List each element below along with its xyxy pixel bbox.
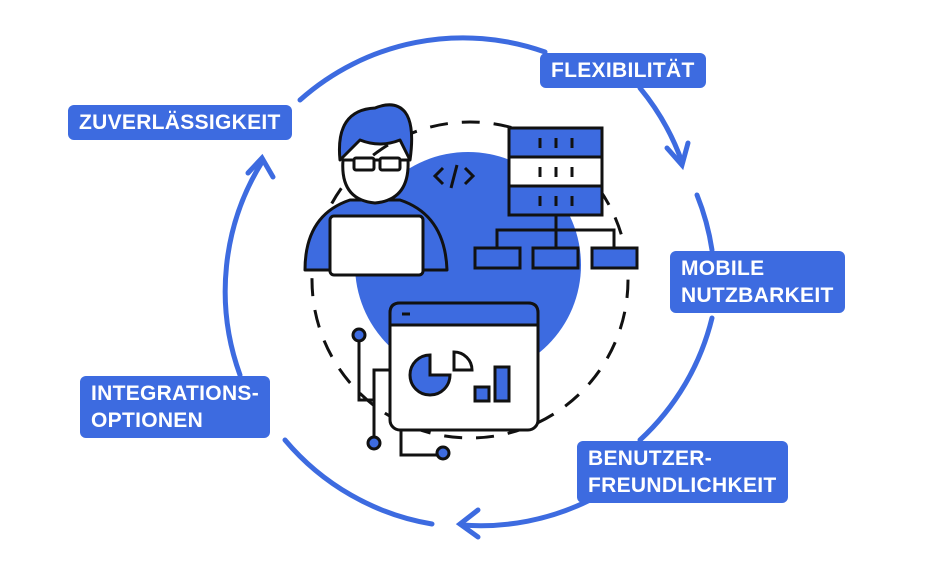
arc-left: [222, 159, 265, 378]
arc-top-right: [637, 85, 685, 165]
label-line: NUTZBARKEIT: [681, 284, 834, 307]
label-benutzerfreundlichkeit: BENUTZER- FREUNDLICHKEIT: [577, 441, 788, 503]
label-line: OPTIONEN: [91, 409, 204, 432]
dashboard-window-icon: [388, 301, 540, 432]
arc-bottom-left: [282, 437, 435, 527]
server-icon: [507, 126, 604, 217]
label-mobile-nutzbarkeit: MOBILE NUTZBARKEIT: [670, 251, 845, 313]
arrowhead-right: [664, 140, 691, 171]
circuit-lines: [351, 327, 451, 461]
label-line: INTEGRATIONS-: [91, 382, 260, 405]
arrowhead-left: [245, 153, 276, 180]
cycle-arrows: [222, 35, 715, 540]
label-integrationsoptionen: INTEGRATIONS- OPTIONEN: [80, 376, 271, 438]
label-flexibilitaet: FLEXIBILITÄT: [540, 53, 706, 88]
arrowhead-bottom: [455, 507, 481, 540]
arc-right-lower: [637, 315, 715, 443]
label-line: MOBILE: [681, 257, 765, 280]
label-text: ZUVERLÄSSIGKEIT: [79, 111, 281, 134]
dashed-ring: [310, 120, 630, 440]
label-line: FREUNDLICHKEIT: [588, 474, 777, 497]
arc-bottom: [459, 497, 593, 529]
arc-right: [694, 192, 715, 253]
network-icon: [473, 215, 639, 270]
label-text: FLEXIBILITÄT: [551, 59, 695, 82]
code-icon: [432, 164, 476, 189]
arc-top-left: [297, 35, 548, 103]
label-zuverlaessigkeit: ZUVERLÄSSIGKEIT: [68, 105, 292, 140]
developer-icon: [303, 103, 449, 277]
label-line: BENUTZER-: [588, 447, 713, 470]
